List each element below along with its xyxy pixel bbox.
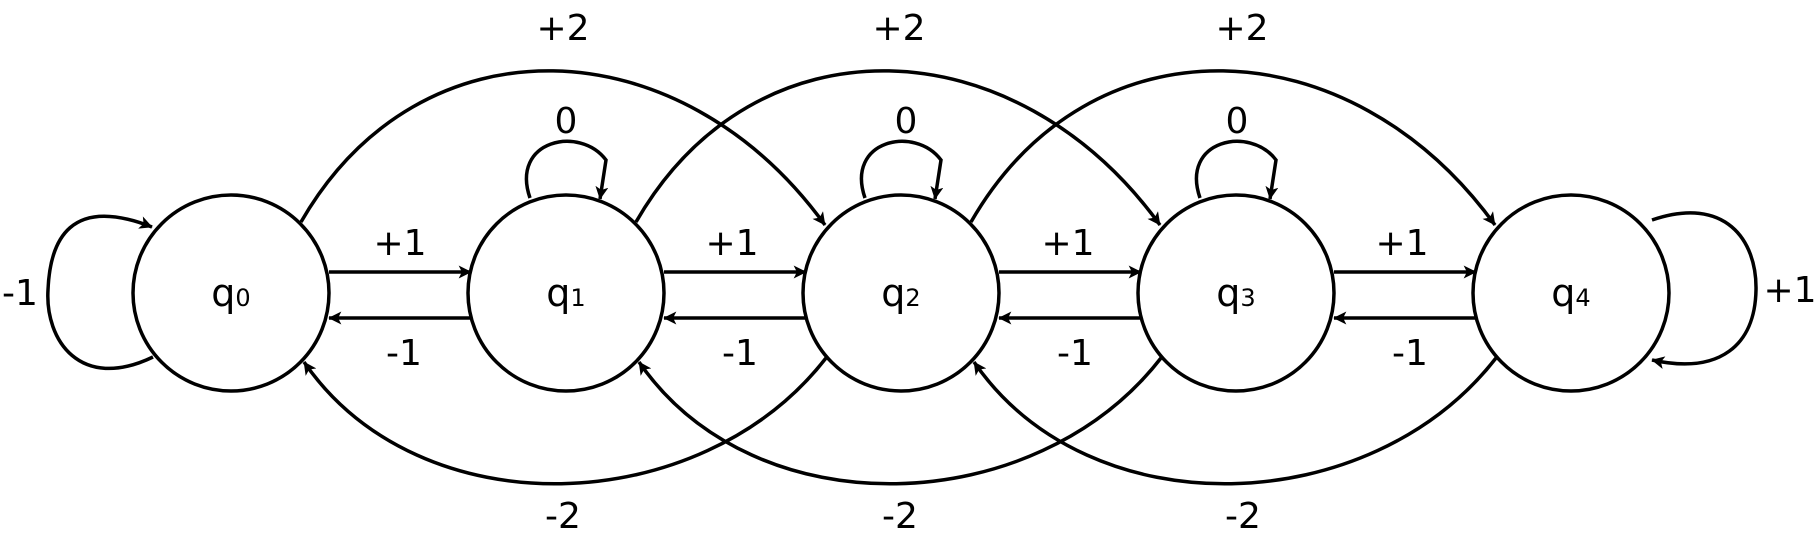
state-q3 xyxy=(1136,193,1336,393)
label-q3-q1-minus2: -2 xyxy=(882,496,918,537)
label-q2-q0-minus2: -2 xyxy=(545,496,581,537)
state-label-q2: q2 xyxy=(881,271,920,315)
label-q3-q2-minus1: -1 xyxy=(1057,333,1093,374)
label-q3-q4-plus1: +1 xyxy=(1375,223,1428,264)
label-self-q3: 0 xyxy=(1226,101,1249,142)
label-self-q2: 0 xyxy=(895,101,918,142)
edge-q1-q3-plus2 xyxy=(634,69,1162,227)
state-q2 xyxy=(801,193,1001,393)
state-q0 xyxy=(131,193,331,393)
label-q0-q1-plus1: +1 xyxy=(373,223,426,264)
label-self-q0: -1 xyxy=(2,273,38,314)
label-q1-q2-plus1: +1 xyxy=(705,223,758,264)
label-q4-q2-minus2: -2 xyxy=(1225,496,1261,537)
state-label-q3: q3 xyxy=(1216,271,1255,315)
edge-q0-q2-plus2 xyxy=(299,69,827,227)
label-q4-q3-minus1: -1 xyxy=(1392,333,1428,374)
self-loop-q3 xyxy=(1194,139,1279,200)
label-q2-q3-plus1: +1 xyxy=(1041,223,1094,264)
label-q2-q1-minus1: -1 xyxy=(722,333,758,374)
label-self-q1: 0 xyxy=(555,101,578,142)
self-loop-q2 xyxy=(859,139,944,200)
label-q1-q0-minus1: -1 xyxy=(386,333,422,374)
edge-q2-q0-minus2 xyxy=(302,356,828,486)
edge-q2-q4-plus2 xyxy=(969,69,1497,227)
state-label-q0: q0 xyxy=(211,271,250,315)
state-q1 xyxy=(466,193,666,393)
label-self-q4: +1 xyxy=(1763,270,1816,311)
edge-q4-q2-minus2 xyxy=(972,356,1498,486)
label-q0-q2-plus2: +2 xyxy=(536,8,589,49)
state-label-q4: q4 xyxy=(1551,271,1590,315)
self-loop-q0 xyxy=(46,214,154,371)
self-loop-q4 xyxy=(1651,211,1758,370)
state-q4 xyxy=(1471,193,1671,393)
edge-q3-q1-minus2 xyxy=(637,356,1163,486)
self-loop-q1 xyxy=(524,139,609,200)
label-q2-q4-plus2: +2 xyxy=(1215,8,1268,49)
label-q1-q3-plus2: +2 xyxy=(872,8,925,49)
state-label-q1: q1 xyxy=(546,271,585,315)
